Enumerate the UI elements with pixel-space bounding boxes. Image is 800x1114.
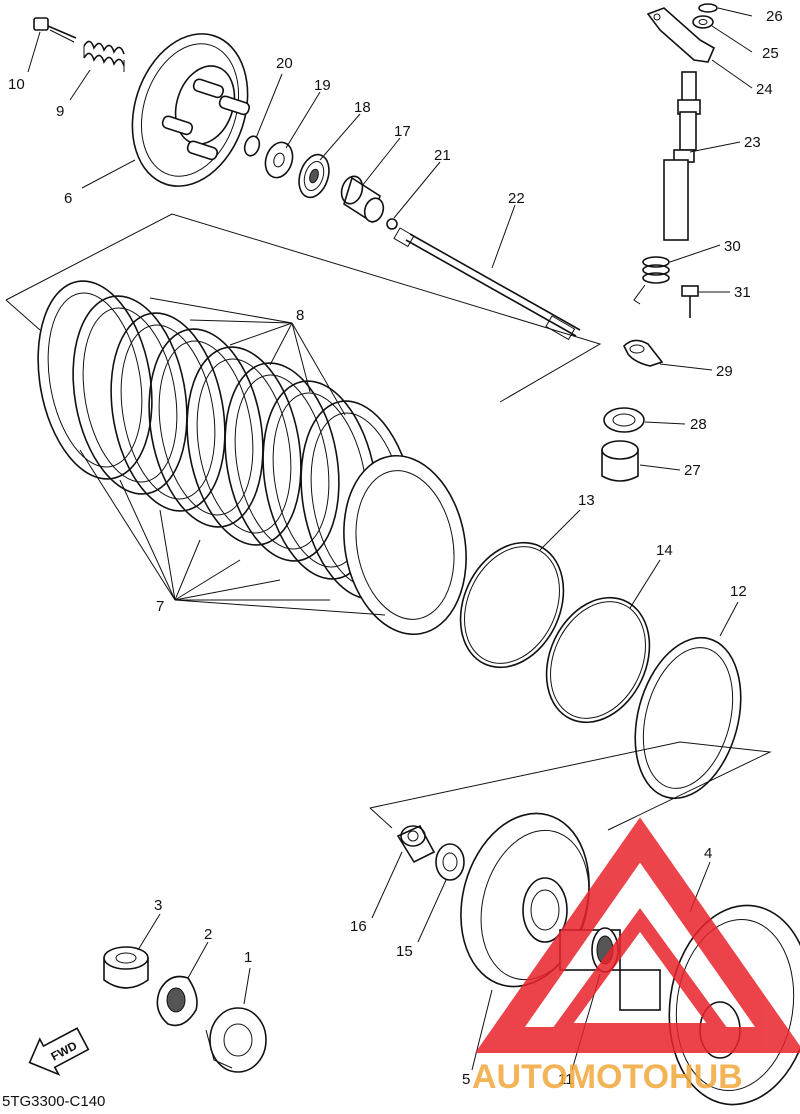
- o-ring-13: [459, 541, 565, 669]
- friction-and-clutch-plates: [37, 280, 467, 636]
- callout-14: 14: [656, 542, 673, 559]
- leader-lines: [27, 7, 753, 1071]
- callout-29: 29: [716, 363, 733, 380]
- callout-23: 23: [744, 134, 761, 151]
- callout-9: 9: [56, 103, 64, 120]
- ball: [386, 218, 398, 230]
- bush-27: [601, 440, 639, 482]
- o-ring-14: [545, 596, 651, 724]
- callout-22: 22: [508, 190, 525, 207]
- clutch-spring: [83, 40, 125, 72]
- thrust-bearing: [298, 153, 330, 199]
- callout-31: 31: [734, 284, 751, 301]
- watermark-text: AUTOMOTOHUB: [472, 1058, 743, 1096]
- callout-28: 28: [690, 416, 707, 433]
- push-rod: [393, 227, 581, 341]
- callout-26: 26: [766, 8, 783, 25]
- callout-18: 18: [354, 99, 371, 116]
- bearing-28: [603, 407, 645, 433]
- callout-8: 8: [296, 307, 304, 324]
- callout-6: 6: [64, 190, 72, 207]
- fwd-arrow: FWD: [28, 1027, 90, 1076]
- leader-lines-7: [79, 449, 386, 616]
- callout-4: 4: [704, 845, 712, 862]
- part-code: 5TG3300-C140: [2, 1093, 105, 1110]
- nut-16: [396, 824, 436, 864]
- pressure-plate: [131, 33, 251, 187]
- leader-lines-8: [149, 297, 346, 416]
- callout-24: 24: [756, 81, 773, 98]
- boss-group-outline: [369, 741, 772, 831]
- callout-27: 27: [684, 462, 701, 479]
- clutch-plate-12: [634, 636, 742, 800]
- automotohub-watermark: AUTOMOTOHUB: [472, 817, 800, 1096]
- automotohub-logo: [475, 817, 800, 1053]
- callout-16: 16: [350, 918, 367, 935]
- plate-2: [156, 975, 198, 1027]
- lever-29: [623, 339, 664, 367]
- callout-3: 3: [154, 897, 162, 914]
- callout-5: 5: [462, 1071, 470, 1088]
- push-lever-shaft: [663, 71, 701, 241]
- callout-11: 11: [558, 1071, 574, 1088]
- callout-19: 19: [314, 77, 331, 94]
- callout-21: 21: [434, 147, 451, 164]
- washer: [264, 141, 294, 179]
- callout-labels: 10 9 6 20 19 18 17 21 22 26 25 24 23 30 …: [8, 8, 783, 1088]
- callout-13: 13: [578, 492, 595, 509]
- collar-3: [103, 946, 149, 989]
- callout-2: 2: [204, 926, 212, 943]
- callout-17: 17: [394, 123, 411, 140]
- circlip: [243, 135, 261, 157]
- callout-7: 7: [156, 598, 164, 615]
- callout-25: 25: [762, 45, 779, 62]
- plate-group-outline: [5, 213, 602, 403]
- gear-1: [205, 1007, 267, 1073]
- callout-30: 30: [724, 238, 741, 255]
- torsion-spring: [633, 256, 670, 305]
- callout-1: 1: [244, 949, 252, 966]
- bolt-31: [681, 285, 699, 318]
- push-rod-piece: [340, 175, 385, 224]
- washer-25: [692, 15, 714, 29]
- callout-20: 20: [276, 55, 293, 72]
- callout-15: 15: [396, 943, 413, 960]
- callout-12: 12: [730, 583, 747, 600]
- bolt: [33, 17, 77, 43]
- push-lever: [646, 7, 716, 63]
- circlip-26: [698, 3, 718, 13]
- callout-10: 10: [8, 76, 25, 93]
- lock-washer-15: [435, 843, 465, 881]
